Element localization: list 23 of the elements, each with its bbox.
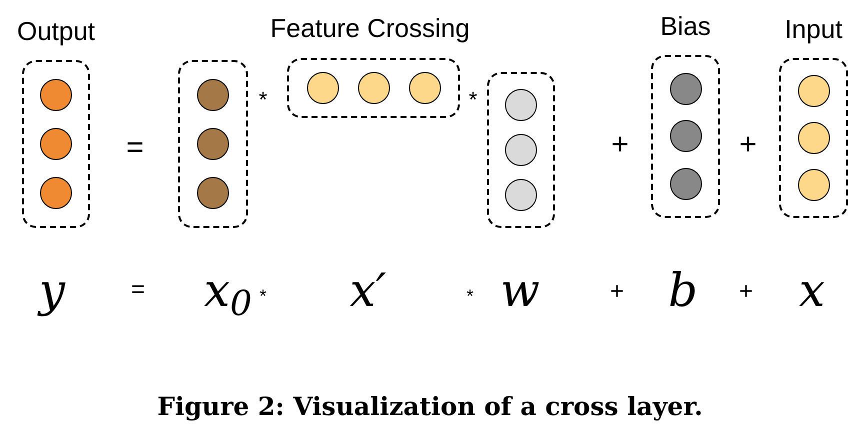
math-symbol: x′ — [350, 267, 386, 313]
operator-symbol: + — [610, 280, 624, 304]
operator-symbol: = — [126, 133, 144, 163]
operator-symbol: + — [739, 130, 757, 160]
math-symbol: b — [668, 267, 698, 313]
operator-symbol: * — [468, 89, 478, 111]
box-heading: Output — [16, 15, 96, 48]
operator-symbol: * — [260, 287, 266, 305]
vector-box — [178, 60, 248, 228]
operator-symbol: + — [739, 280, 753, 304]
vector-box — [487, 72, 555, 228]
figure-caption: Figure 2: Visualization of a cross layer. — [156, 391, 704, 423]
operator-symbol: + — [611, 130, 629, 160]
operator-symbol: = — [131, 278, 145, 302]
operator-symbol: * — [258, 89, 268, 111]
math-symbol: w — [500, 267, 540, 313]
group-heading: Feature Crossing — [270, 15, 470, 41]
box-heading: Bias — [660, 10, 711, 43]
math-symbol: x — [799, 267, 825, 313]
box-heading: Input — [784, 13, 842, 46]
math-symbol: x$_{0}$ — [204, 267, 252, 313]
operator-symbol: * — [466, 287, 474, 305]
vector-box — [287, 58, 460, 118]
